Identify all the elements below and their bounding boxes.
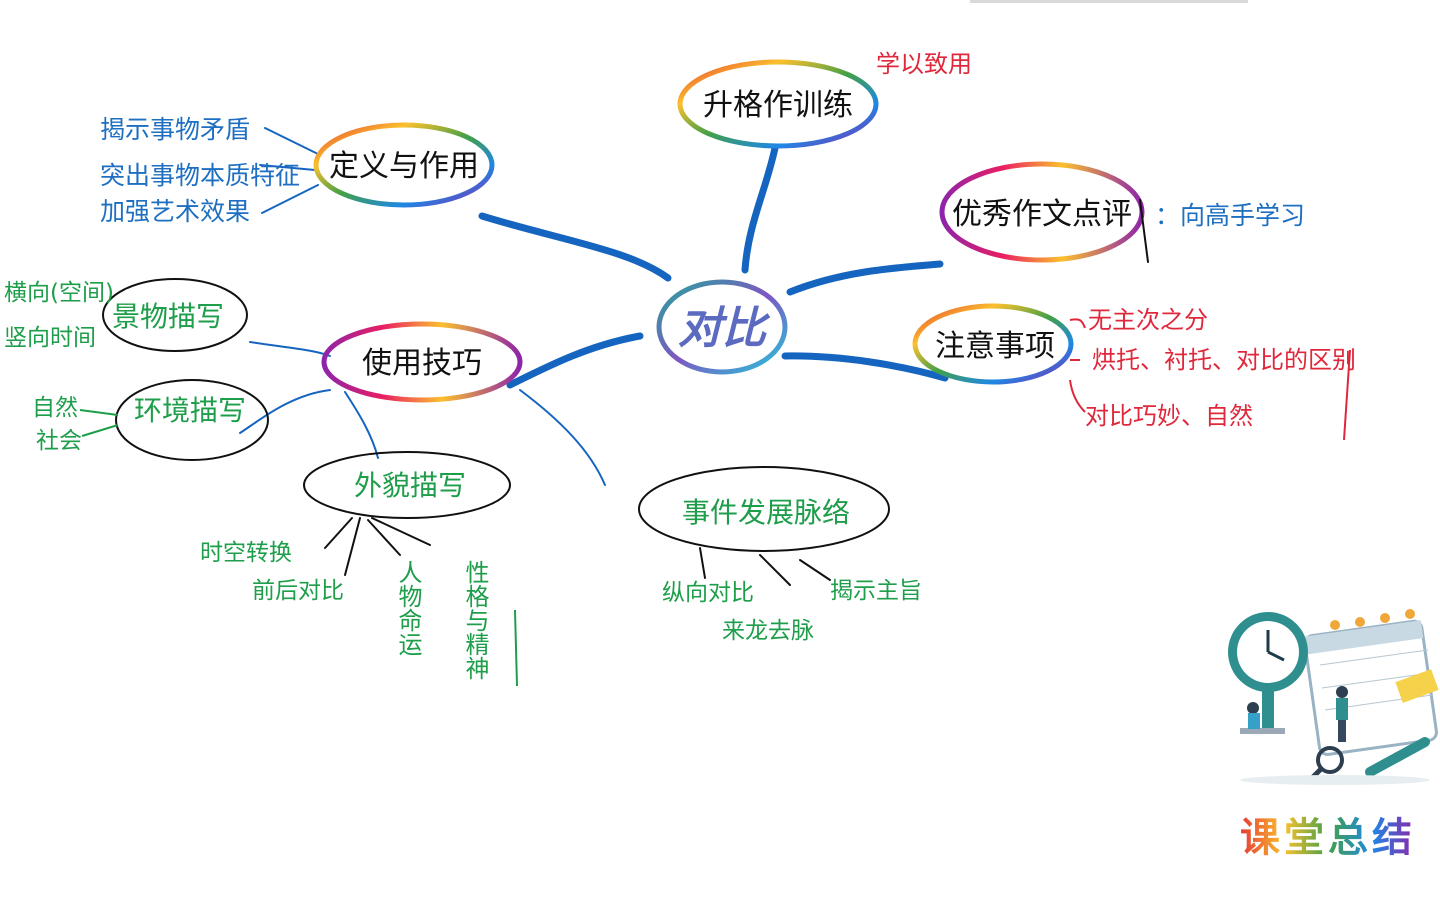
environment-label: 环境描写 [134, 394, 246, 427]
cautions-note-2: 烘托、衬托、对比的区别 [1092, 346, 1356, 374]
definition-note-2: 突出事物本质特征 [100, 161, 300, 190]
branch-techniques [506, 332, 644, 389]
footer-title: 课堂总结 [1240, 805, 1416, 863]
appearance-note-4: 性格与精神 [461, 560, 489, 680]
cautions-label: 注意事项 [935, 329, 1055, 364]
review-note: ：向高手学习 [1155, 201, 1305, 230]
appearance-ellipse [303, 451, 511, 519]
thin-branches [239, 127, 606, 486]
appearance-label: 外貌描写 [354, 469, 466, 502]
scenery-note-2: 竖向时间 [4, 325, 96, 351]
environment-ellipse [115, 379, 269, 461]
environment-note-2: 社会 [36, 428, 82, 454]
cautions-note-3: 对比巧妙、自然 [1085, 402, 1253, 430]
training-label: 升格作训练 [703, 88, 853, 123]
branch-cautions [781, 352, 949, 382]
appearance-note-3: 人物命运 [394, 560, 422, 656]
scenery-ellipse [102, 278, 248, 352]
definition-note-1: 揭示事物矛盾 [100, 115, 250, 144]
main-branches [478, 144, 949, 389]
appearance-note-1: 时空转换 [200, 540, 292, 566]
techniques-label: 使用技巧 [362, 346, 482, 381]
development-note-2: 来龙去脉 [722, 618, 814, 644]
clock-calendar-illustration-icon [1228, 609, 1439, 785]
branch-training [741, 144, 779, 274]
definition-ellipse [313, 122, 495, 208]
center-label: 对比 [678, 303, 771, 354]
development-note-3: 揭示主旨 [830, 578, 922, 604]
review-label: 优秀作文点评 [952, 197, 1132, 232]
scenery-label: 景物描写 [112, 300, 224, 333]
appearance-note-2: 前后对比 [252, 578, 344, 604]
training-ellipse [677, 59, 879, 149]
techniques-ellipse [321, 321, 523, 403]
branch-definition [478, 212, 672, 282]
training-note: 学以致用 [876, 50, 972, 78]
development-label: 事件发展脉络 [682, 496, 850, 529]
definition-note-3: 加强艺术效果 [100, 197, 250, 226]
center-ellipse [656, 279, 788, 375]
development-ellipse [638, 466, 890, 552]
scenery-note-1: 横向(空间) [4, 280, 114, 306]
vertical-notes: 人物命运 性格与精神 [394, 560, 489, 680]
development-note-1: 纵向对比 [662, 580, 754, 606]
definition-label: 定义与作用 [329, 149, 479, 184]
top-scrollbar [970, 0, 1248, 3]
cautions-ellipse [912, 303, 1074, 385]
environment-note-1: 自然 [32, 395, 78, 421]
cautions-note-1: 无主次之分 [1088, 306, 1208, 334]
branch-review [786, 260, 944, 296]
